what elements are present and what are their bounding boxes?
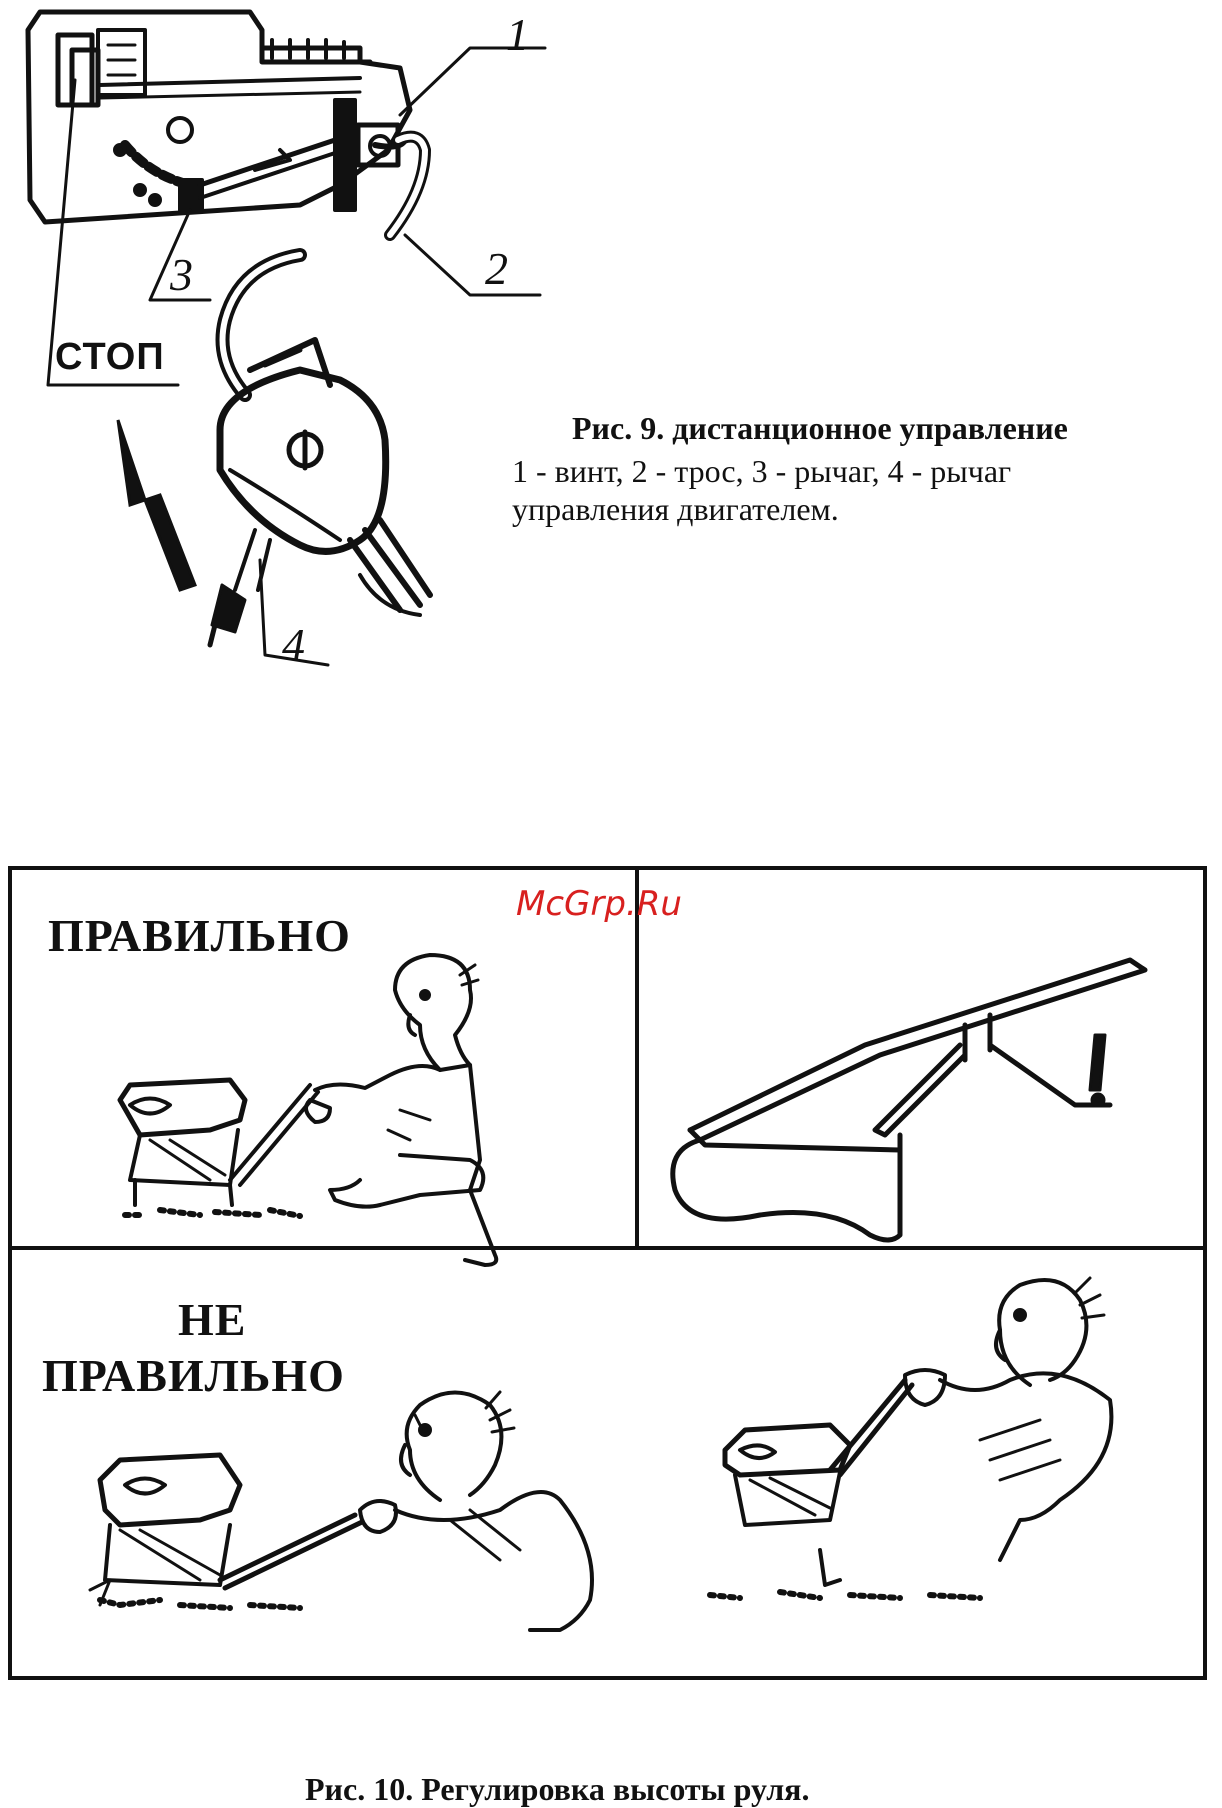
- handle-geometry-diagram: [673, 960, 1145, 1240]
- callout-1: 1: [506, 8, 529, 61]
- label-incorrect-line-2: ПРАВИЛЬНО: [42, 1350, 345, 1402]
- label-incorrect-line-1: НЕ: [178, 1294, 246, 1346]
- incorrect-low-handle-sketch: [90, 1392, 592, 1630]
- engine-control-lever: [210, 255, 430, 645]
- incorrect-high-handle-sketch: [710, 1278, 1111, 1598]
- callout-4: 4: [282, 618, 305, 671]
- figure-10-caption: Рис. 10. Регулировка высоты руля.: [305, 1771, 809, 1808]
- label-correct: ПРАВИЛЬНО: [48, 910, 351, 962]
- figure-9-title: Рис. 9. дистанционное управление: [572, 410, 1068, 447]
- handle-height-panels: [0, 860, 1222, 1690]
- stop-label: СТОП: [55, 336, 165, 379]
- figure-9-legend-line-2: управления двигателем.: [512, 490, 839, 528]
- callout-2: 2: [485, 242, 508, 295]
- callout-3: 3: [170, 248, 193, 301]
- watermark: McGrp.Ru: [516, 884, 682, 924]
- direction-arrow: [118, 420, 195, 590]
- correct-operator-sketch: [120, 955, 496, 1265]
- figure-9-legend-line-1: 1 - винт, 2 - трос, 3 - рычаг, 4 - рычаг: [512, 452, 1217, 490]
